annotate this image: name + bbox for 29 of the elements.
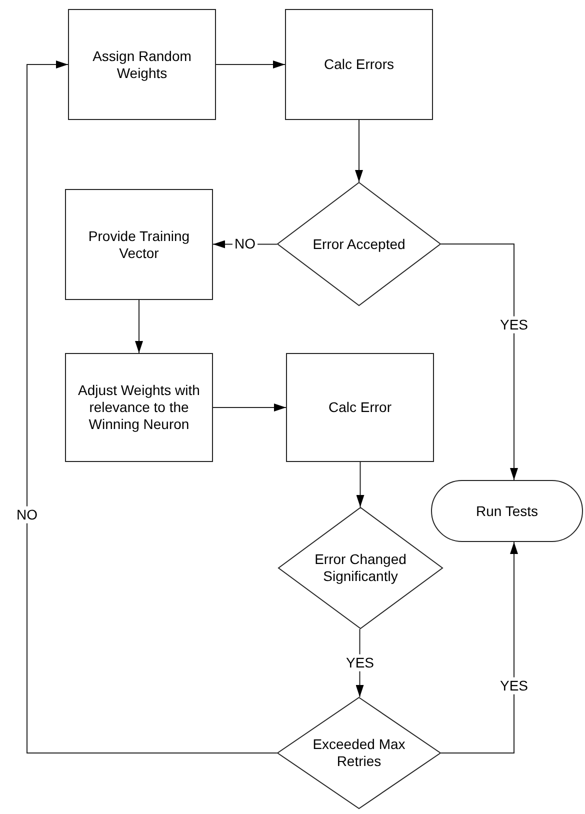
node-label: Run Tests — [476, 502, 538, 520]
arrow — [440, 542, 518, 754]
node-label: Provide Training Vector — [87, 228, 191, 262]
process-box — [65, 353, 213, 462]
edge-label: NO — [14, 506, 40, 524]
arrow — [355, 120, 363, 182]
edge-label: YES — [498, 677, 530, 695]
process-box — [65, 189, 213, 300]
node-label: Calc Error — [328, 399, 392, 416]
arrow — [440, 244, 518, 480]
node-label: Adjust Weights with relevance to the Winning Neuron — [77, 382, 201, 433]
node-label: Assign Random Weights — [92, 48, 192, 82]
node-label: Error Accepted — [312, 236, 406, 252]
node-label: Calc Errors — [324, 56, 394, 73]
decision-diamond — [277, 697, 441, 809]
process-box — [286, 353, 434, 462]
node-label: Exceeded Max Retries — [312, 736, 406, 770]
process-box — [285, 9, 433, 120]
arrow — [135, 300, 143, 354]
decision-diamond — [278, 507, 443, 629]
edge-label: YES — [498, 316, 530, 334]
arrow — [212, 404, 286, 412]
decision-diamond — [277, 182, 441, 306]
process-box — [68, 9, 216, 120]
node-label: Error Changed Significantly — [314, 551, 408, 585]
arrow — [216, 60, 286, 68]
arrow — [26, 60, 278, 754]
edge-label: YES — [344, 654, 376, 672]
arrow — [356, 462, 364, 508]
